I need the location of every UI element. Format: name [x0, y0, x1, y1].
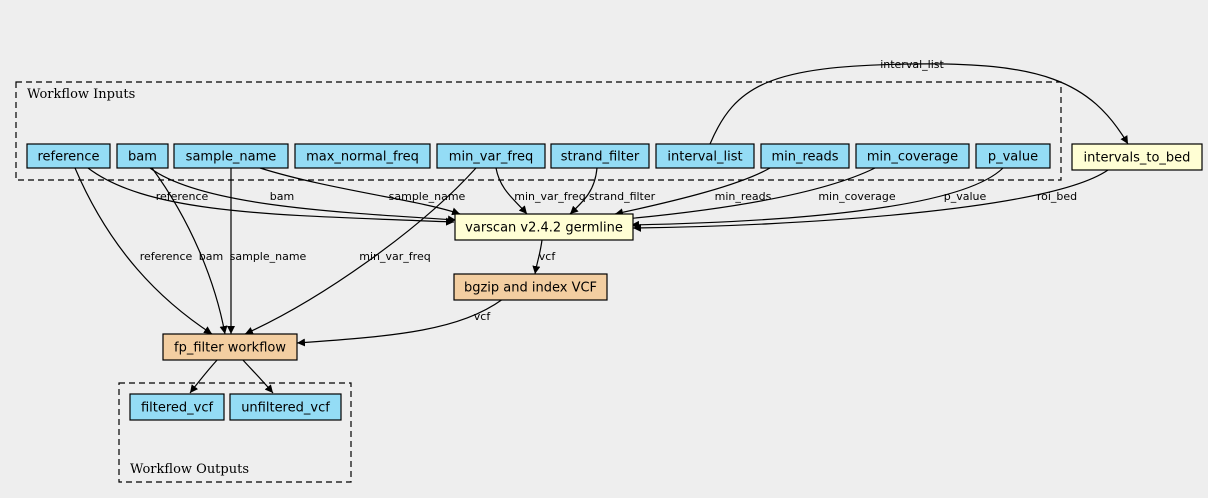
edge-interval-list-to-bed — [709, 63, 1129, 145]
edge-label-roi-bed: roi_bed — [1037, 190, 1077, 203]
node-reference-label: reference — [37, 150, 99, 165]
edge-min-reads-varscan — [614, 167, 771, 217]
edge-bgzip-fp — [296, 298, 504, 347]
edge-varscan-bgzip — [532, 239, 543, 275]
node-min-var-freq[interactable]: min_var_freq — [436, 143, 546, 169]
edge-label-vcf-bgzip: vcf — [474, 310, 492, 323]
edge-label-strand-filter: strand_filter — [589, 190, 656, 203]
workflow-inputs-cluster: Workflow Inputs — [15, 81, 1062, 181]
node-filtered-vcf[interactable]: filtered_vcf — [129, 393, 225, 421]
node-p-value[interactable]: p_value — [975, 143, 1051, 169]
node-interval-list-label: interval_list — [667, 150, 742, 165]
edge-label-vcf-varscan: vcf — [539, 250, 557, 263]
edge-label-min-coverage: min_coverage — [818, 190, 896, 203]
node-max-normal-freq[interactable]: max_normal_freq — [294, 143, 431, 169]
edge-strand-filter-varscan — [569, 167, 598, 215]
edge-label-min-var-freq: min_var_freq — [514, 190, 585, 203]
node-min-reads[interactable]: min_reads — [760, 143, 850, 169]
edge-min-var-freq-fp — [244, 167, 477, 335]
node-varscan[interactable]: varscan v2.4.2 germline — [454, 213, 634, 241]
node-min-reads-label: min_reads — [771, 150, 838, 165]
node-unfiltered-vcf[interactable]: unfiltered_vcf — [229, 393, 342, 421]
edge-p-value-varscan — [630, 167, 1004, 229]
node-bgzip-label: bgzip and index VCF — [464, 281, 597, 296]
edge-min-coverage-varscan — [624, 167, 876, 223]
node-fp-filter[interactable]: fp_filter workflow — [162, 333, 298, 361]
edge-fp-filtered — [189, 358, 219, 394]
node-bam-label: bam — [128, 150, 157, 165]
node-strand-filter[interactable]: strand_filter — [550, 143, 650, 169]
edge-label-min-reads: min_reads — [715, 190, 772, 203]
edge-min-var-freq-varscan — [495, 167, 528, 215]
node-reference[interactable]: reference — [26, 143, 111, 169]
node-intervals-to-bed[interactable]: intervals_to_bed — [1071, 143, 1203, 171]
edge-sample-name-varscan — [259, 167, 461, 216]
node-max-normal-freq-label: max_normal_freq — [306, 150, 419, 165]
edge-reference-varscan — [87, 167, 455, 226]
node-min-var-freq-label: min_var_freq — [449, 150, 533, 165]
edge-label-sample-name: sample_name — [389, 190, 466, 203]
node-strand-filter-label: strand_filter — [561, 150, 640, 165]
edge-label-bam: bam — [270, 190, 294, 203]
edge-roi-bed-varscan — [632, 169, 1109, 232]
node-min-coverage[interactable]: min_coverage — [855, 143, 970, 169]
node-fp-filter-label: fp_filter workflow — [174, 341, 286, 356]
edge-reference-fp — [74, 167, 213, 335]
workflow-outputs-cluster: Workflow Outputs — [118, 382, 352, 483]
edge-label-sample-name-fp: sample_name — [230, 250, 307, 263]
node-interval-list[interactable]: interval_list — [655, 143, 755, 169]
node-min-coverage-label: min_coverage — [867, 150, 958, 165]
edge-bam-fp — [151, 167, 228, 335]
edge-label-reference-fp: reference — [140, 250, 193, 263]
node-unfiltered-vcf-label: unfiltered_vcf — [241, 401, 330, 416]
edge-bam-varscan — [149, 167, 457, 224]
node-varscan-label: varscan v2.4.2 germline — [465, 221, 623, 236]
edge-label-reference: reference — [156, 190, 209, 203]
node-sample-name[interactable]: sample_name — [173, 143, 289, 169]
edge-labels: interval_list reference bam sample_name … — [140, 58, 1077, 323]
edge-label-min-var-freq-fp: min_var_freq — [359, 250, 430, 263]
node-intervals-to-bed-label: intervals_to_bed — [1084, 151, 1191, 166]
edge-label-p-value: p_value — [944, 190, 987, 203]
node-filtered-vcf-label: filtered_vcf — [141, 401, 214, 416]
edges — [74, 63, 1129, 394]
node-bam[interactable]: bam — [116, 143, 169, 169]
edge-fp-unfiltered — [241, 358, 274, 394]
edge-label-bam-fp: bam — [199, 250, 223, 263]
edge-label-interval-list: interval_list — [880, 58, 944, 71]
node-sample-name-label: sample_name — [186, 150, 277, 165]
workflow-inputs-label: Workflow Inputs — [27, 87, 135, 102]
workflow-outputs-label: Workflow Outputs — [130, 462, 249, 477]
node-p-value-label: p_value — [988, 150, 1038, 165]
node-bgzip[interactable]: bgzip and index VCF — [453, 273, 608, 301]
